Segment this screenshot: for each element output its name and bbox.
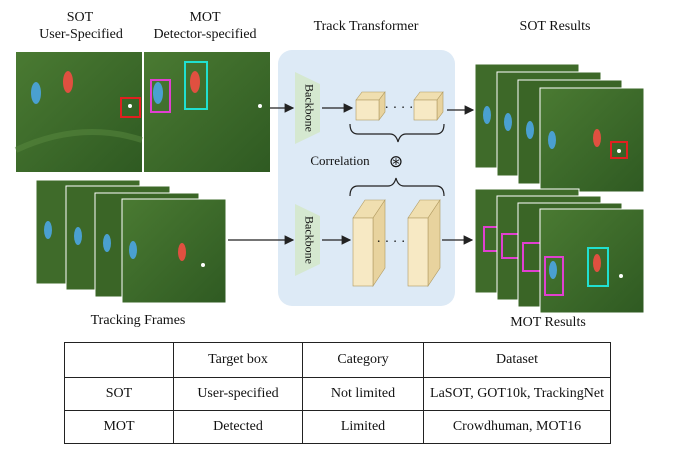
mot-subtitle: Detector-specified (153, 27, 257, 42)
feature-block-bottom-right (407, 199, 441, 287)
sot-result-box (610, 141, 628, 159)
header-cell: Category (302, 342, 424, 378)
comparison-table: Target box Category Dataset SOT User-spe… (64, 342, 611, 444)
table-cell: LaSOT, GOT10k, TrackingNet (423, 377, 611, 411)
feature-block-top-left (355, 91, 386, 121)
table-cell: Not limited (302, 377, 424, 411)
backbone-bottom (295, 204, 320, 276)
mot-results-title: MOT Results (510, 315, 586, 330)
mot-result-box-4 (544, 256, 564, 296)
table-cell: Detected (173, 410, 303, 444)
header-cell: Dataset (423, 342, 611, 378)
sot-title: SOT (66, 10, 94, 25)
sot-target-box (120, 97, 141, 118)
table-cell: SOT (64, 377, 174, 411)
tracking-frames-stack (35, 179, 227, 304)
correlation-label: Correlation (310, 153, 370, 168)
table-cell: User-specified (173, 377, 303, 411)
ellipsis-top: · · · · (384, 101, 413, 116)
brace-bottom (349, 177, 445, 197)
table-row: MOT Detected Limited Crowdhuman, MOT16 (64, 410, 611, 444)
sot-results-stack (474, 63, 645, 193)
backbone-top (295, 72, 320, 144)
sot-results-title: SOT Results (519, 19, 591, 34)
correlation-symbol: ⊛ (389, 152, 403, 172)
track-transformer-title: Track Transformer (313, 19, 419, 34)
table-header-row: Target box Category Dataset (64, 342, 611, 378)
table-row: SOT User-specified Not limited LaSOT, GO… (64, 377, 611, 411)
table-cell: MOT (64, 410, 174, 444)
mot-initial-frame (144, 52, 270, 172)
tracking-frames-label: Tracking Frames (90, 313, 186, 328)
mot-box-cyan (184, 61, 208, 110)
backbone-top-label: Backbone (302, 84, 316, 132)
sot-initial-frame (14, 52, 143, 172)
header-cell (64, 342, 174, 378)
mot-title: MOT (189, 10, 221, 25)
brace-top (349, 123, 445, 143)
feature-block-top-right (413, 91, 444, 121)
table-cell: Limited (302, 410, 424, 444)
ellipsis-bottom: · · · · (376, 235, 405, 250)
backbone-bottom-label: Backbone (302, 216, 316, 264)
mot-results-stack (474, 188, 645, 314)
mot-result-box-cyan (587, 247, 609, 287)
architecture-diagram: Backbone Backbone · · · · · · · · Correl… (14, 50, 645, 314)
sot-subtitle: User-Specified (39, 27, 123, 42)
feature-block-bottom-left (352, 199, 386, 287)
mot-box-pink (150, 79, 171, 113)
header-cell: Target box (173, 342, 303, 378)
table-cell: Crowdhuman, MOT16 (423, 410, 611, 444)
